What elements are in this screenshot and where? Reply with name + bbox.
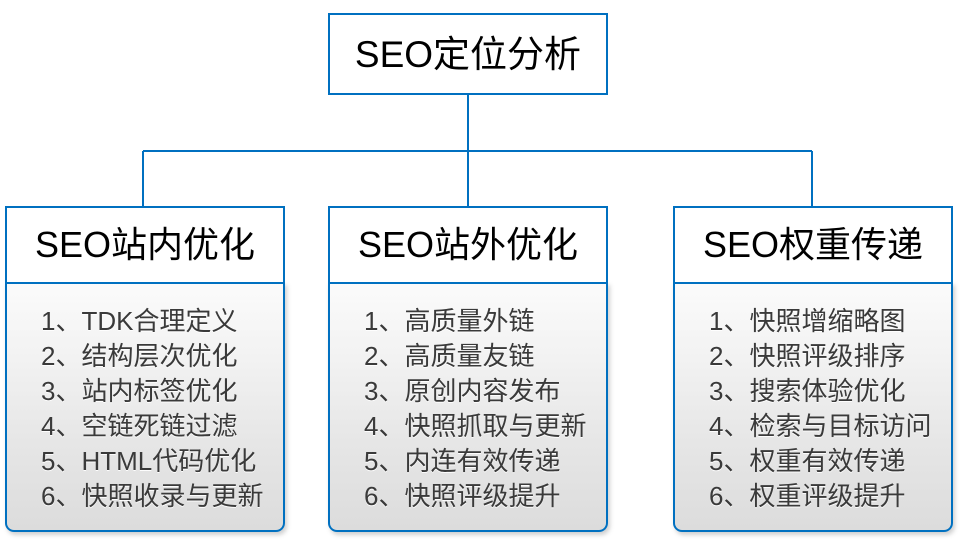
branch-list-3: 1、快照增缩略图 2、快照评级排序 3、搜索体验优化 4、检索与目标访问 5、权…: [675, 304, 951, 514]
branch-column-2: SEO站外优化 1、高质量外链 2、高质量友链 3、原创内容发布 4、快照抓取与…: [328, 206, 608, 532]
list-item: 2、快照评级排序: [709, 341, 906, 371]
list-item: 6、快照评级提升: [364, 481, 561, 511]
branch-list-2: 1、高质量外链 2、高质量友链 3、原创内容发布 4、快照抓取与更新 5、内连有…: [330, 304, 606, 514]
list-item: 2、高质量友链: [364, 341, 535, 371]
branch-header-3[interactable]: SEO权重传递: [673, 206, 953, 284]
list-item: 2、结构层次优化: [41, 341, 238, 371]
list-item: 6、快照收录与更新: [41, 481, 264, 511]
branch-column-3: SEO权重传递 1、快照增缩略图 2、快照评级排序 3、搜索体验优化 4、检索与…: [673, 206, 953, 532]
root-node[interactable]: SEO定位分析: [328, 13, 608, 95]
branch-body-2: 1、高质量外链 2、高质量友链 3、原创内容发布 4、快照抓取与更新 5、内连有…: [328, 282, 608, 532]
branch-body-1: 1、TDK合理定义 2、结构层次优化 3、站内标签优化 4、空链死链过滤 5、H…: [5, 282, 285, 532]
list-item: 5、内连有效传递: [364, 446, 561, 476]
list-item: 4、快照抓取与更新: [364, 411, 587, 441]
list-item: 6、权重评级提升: [709, 481, 906, 511]
root-node-title: SEO定位分析: [354, 33, 582, 75]
list-item: 5、权重有效传递: [709, 446, 906, 476]
list-item: 3、搜索体验优化: [709, 376, 906, 406]
branch-header-title-3: SEO权重传递: [702, 224, 924, 265]
list-item: 3、站内标签优化: [41, 376, 238, 406]
list-item: 4、空链死链过滤: [41, 411, 238, 441]
branch-list-1: 1、TDK合理定义 2、结构层次优化 3、站内标签优化 4、空链死链过滤 5、H…: [7, 304, 283, 514]
branch-header-2[interactable]: SEO站外优化: [328, 206, 608, 284]
branch-header-1[interactable]: SEO站内优化: [5, 206, 285, 284]
list-item: 1、快照增缩略图: [709, 306, 906, 336]
list-item: 3、原创内容发布: [364, 376, 561, 406]
branch-header-title-2: SEO站外优化: [357, 224, 579, 265]
branch-column-1: SEO站内优化 1、TDK合理定义 2、结构层次优化 3、站内标签优化 4、空链…: [5, 206, 285, 532]
branch-body-3: 1、快照增缩略图 2、快照评级排序 3、搜索体验优化 4、检索与目标访问 5、权…: [673, 282, 953, 532]
list-item: 1、TDK合理定义: [41, 306, 238, 336]
branch-header-title-1: SEO站内优化: [34, 224, 256, 265]
list-item: 1、高质量外链: [364, 306, 535, 336]
list-item: 4、检索与目标访问: [709, 411, 932, 441]
list-item: 5、HTML代码优化: [41, 446, 257, 476]
